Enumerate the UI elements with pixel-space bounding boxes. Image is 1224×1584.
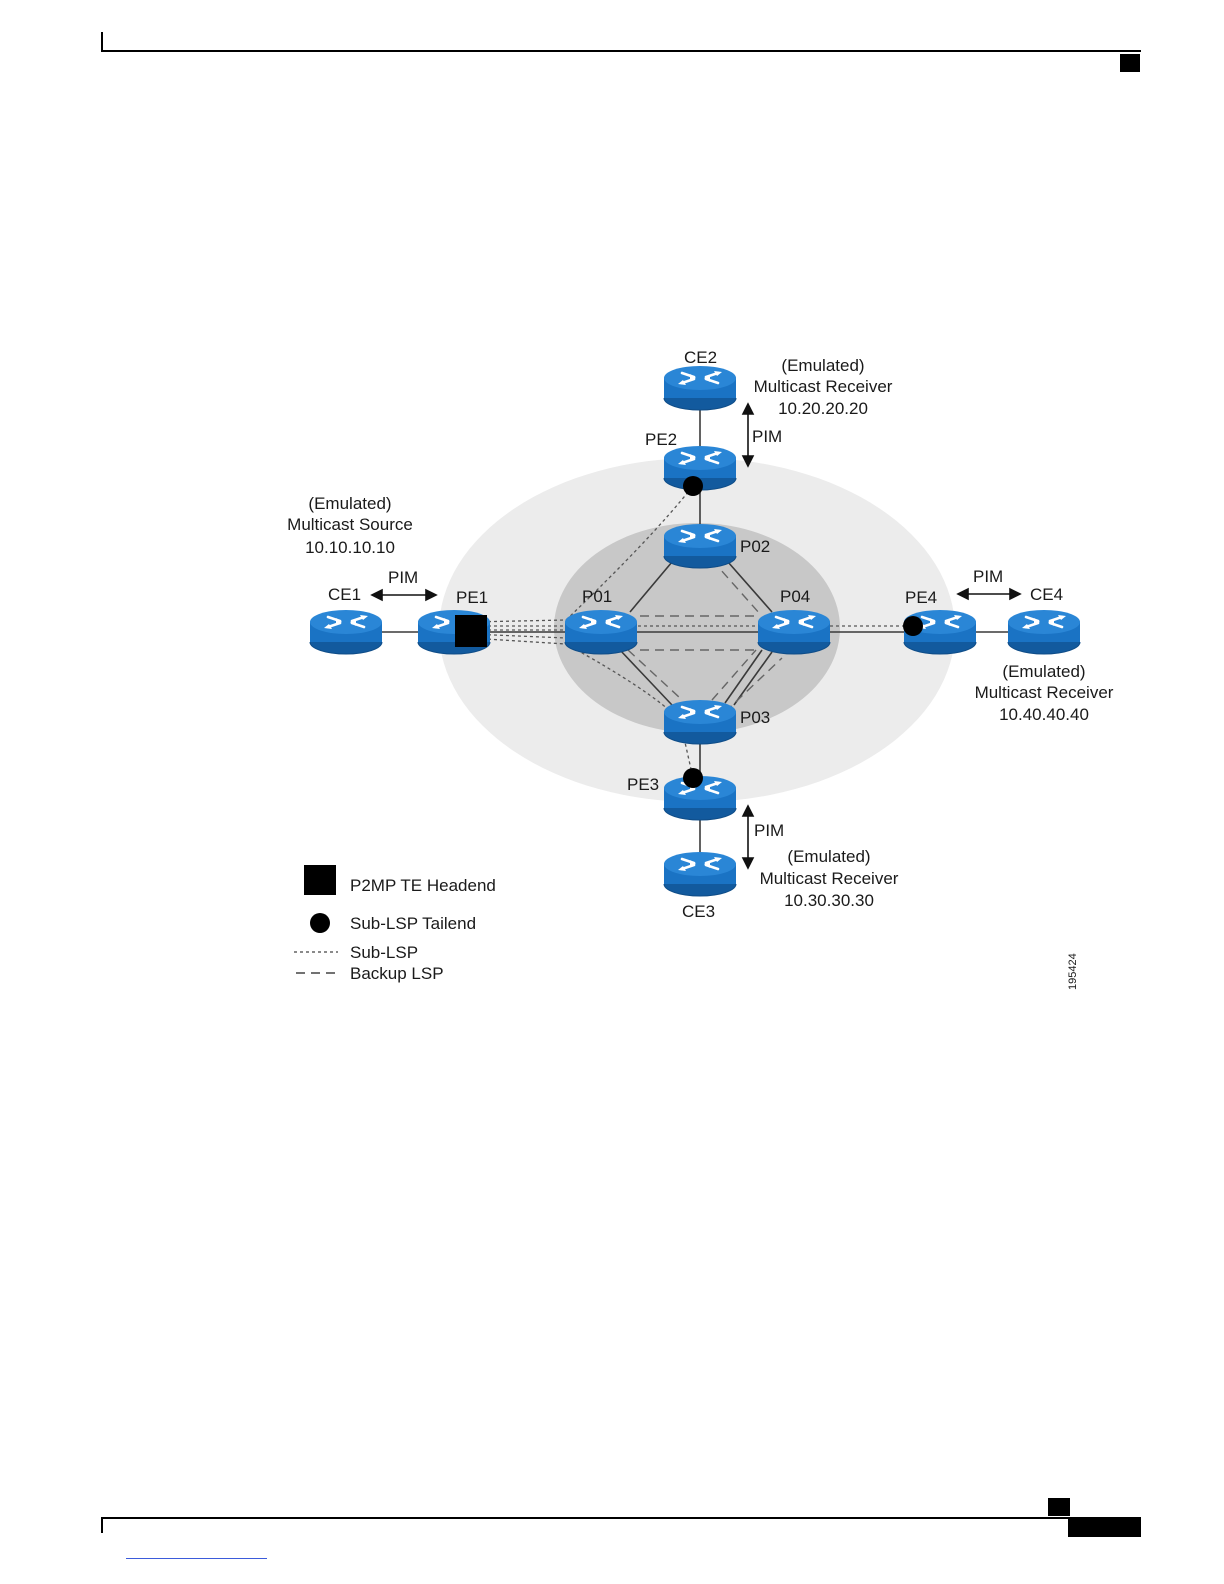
router-p04 [758, 610, 830, 654]
footer-page-tab [1068, 1519, 1141, 1537]
label-p01: P01 [582, 587, 612, 606]
receiver-top-caption: (Emulated) Multicast Receiver 10.20.20.2… [754, 356, 893, 418]
receiver-bottom-line3: 10.30.30.30 [784, 891, 874, 910]
receiver-bottom-line1: (Emulated) [787, 847, 870, 866]
source-line3: 10.10.10.10 [305, 538, 395, 557]
footer-tick [101, 1517, 103, 1533]
label-p02: P02 [740, 537, 770, 556]
tailend-marker-pe4 [903, 616, 923, 636]
receiver-right-caption: (Emulated) Multicast Receiver 10.40.40.4… [975, 662, 1114, 724]
router-p01 [565, 610, 637, 654]
legend-headend-symbol [304, 865, 336, 895]
legend-backup-lsp-label: Backup LSP [350, 964, 444, 983]
receiver-right-line1: (Emulated) [1002, 662, 1085, 681]
router-p02 [664, 524, 736, 568]
label-pe3: PE3 [627, 775, 659, 794]
source-line2: Multicast Source [287, 515, 413, 534]
tailend-marker-pe3 [683, 768, 703, 788]
label-p03: P03 [740, 708, 770, 727]
pim-label-top: PIM [752, 427, 782, 446]
router-p03 [664, 700, 736, 744]
label-p04: P04 [780, 587, 810, 606]
legend-tailend-symbol [310, 913, 330, 933]
legend-sub-lsp-label: Sub-LSP [350, 943, 418, 962]
receiver-bottom-caption: (Emulated) Multicast Receiver 10.30.30.3… [760, 847, 899, 910]
tailend-marker-pe2 [683, 476, 703, 496]
legend-tailend-label: Sub-LSP Tailend [350, 914, 476, 933]
router-ce3 [664, 852, 736, 896]
receiver-top-line3: 10.20.20.20 [778, 399, 868, 418]
pim-label-bottom: PIM [754, 821, 784, 840]
label-ce1: CE1 [328, 585, 361, 604]
label-pe2: PE2 [645, 430, 677, 449]
source-caption: (Emulated) Multicast Source 10.10.10.10 [287, 494, 413, 557]
footer-marker [1048, 1498, 1070, 1516]
receiver-top-line2: Multicast Receiver [754, 377, 893, 396]
figure-id: 195424 [1067, 953, 1079, 990]
receiver-right-line2: Multicast Receiver [975, 683, 1114, 702]
pim-label-right: PIM [973, 567, 1003, 586]
label-ce3: CE3 [682, 902, 715, 921]
router-ce2 [664, 366, 736, 410]
label-pe1: PE1 [456, 588, 488, 607]
label-pe4: PE4 [905, 588, 937, 607]
router-ce1 [310, 610, 382, 654]
headend-marker [455, 615, 487, 647]
label-ce2: CE2 [684, 348, 717, 367]
legend: P2MP TE Headend Sub-LSP Tailend Sub-LSP … [294, 865, 496, 983]
footer-rule [101, 1517, 1141, 1519]
source-line1: (Emulated) [308, 494, 391, 513]
legend-headend-label: P2MP TE Headend [350, 876, 496, 895]
label-ce4: CE4 [1030, 585, 1063, 604]
receiver-right-line3: 10.40.40.40 [999, 705, 1089, 724]
pim-label-left: PIM [388, 568, 418, 587]
router-ce4 [1008, 610, 1080, 654]
receiver-bottom-line2: Multicast Receiver [760, 869, 899, 888]
footer-link-underline[interactable] [126, 1558, 267, 1559]
receiver-top-line1: (Emulated) [781, 356, 864, 375]
